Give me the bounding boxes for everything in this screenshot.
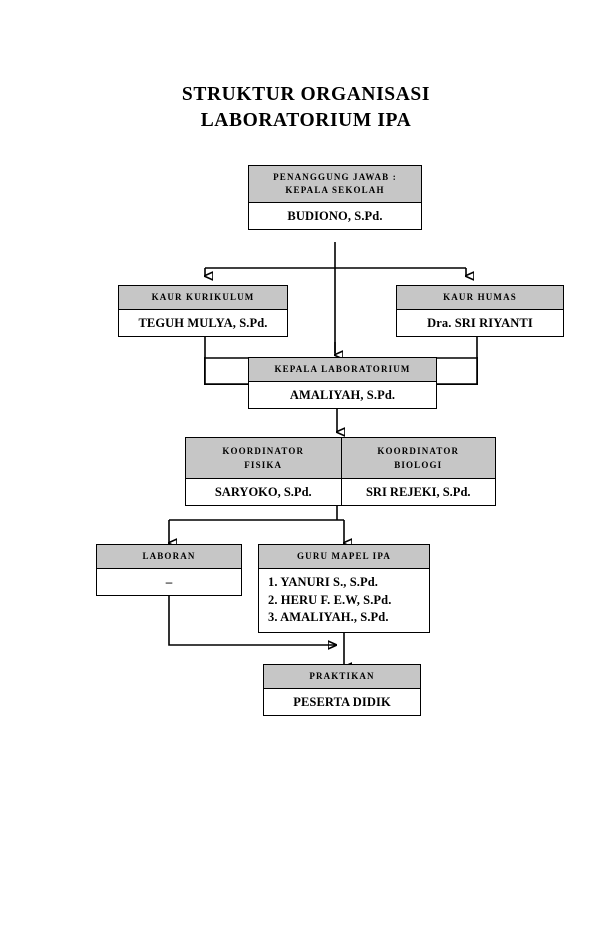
node-penanggung-jawab-header: PENANGGUNG JAWAB : KEPALA SEKOLAH — [249, 166, 421, 203]
node-penanggung-jawab[interactable]: PENANGGUNG JAWAB : KEPALA SEKOLAH BUDION… — [248, 165, 422, 230]
node-kaur-humas-header: KAUR HUMAS — [397, 286, 563, 310]
node-koordinator-biologi-name: SRI REJEKI, S.Pd. — [340, 479, 495, 505]
page-title: STRUKTUR ORGANISASI LABORATORIUM IPA — [0, 82, 612, 134]
node-koordinator-headers: KOORDINATOR FISIKA KOORDINATOR BIOLOGI — [186, 438, 495, 479]
node-kaur-kurikulum-name: TEGUH MULYA, S.Pd. — [119, 310, 287, 336]
node-kepala-laboratorium[interactable]: KEPALA LABORATORIUM AMALIYAH, S.Pd. — [248, 357, 437, 409]
node-praktikan-header: PRAKTIKAN — [264, 665, 420, 689]
connector-frame-right — [436, 357, 478, 385]
node-guru-mapel-ipa-member-1: 1. YANURI S., S.Pd. — [268, 575, 379, 589]
line-kaur-humas-to-kepala-lab — [437, 334, 478, 359]
node-koordinator-row[interactable]: KOORDINATOR FISIKA KOORDINATOR BIOLOGI S… — [185, 437, 496, 506]
node-kaur-kurikulum[interactable]: KAUR KURIKULUM TEGUH MULYA, S.Pd. — [118, 285, 288, 337]
node-praktikan[interactable]: PRAKTIKAN PESERTA DIDIK — [263, 664, 421, 716]
node-guru-mapel-ipa-member-2: 2. HERU F. E.W, S.Pd. — [268, 592, 392, 607]
node-praktikan-name: PESERTA DIDIK — [264, 689, 420, 715]
node-kepala-laboratorium-header: KEPALA LABORATORIUM — [249, 358, 436, 382]
node-guru-mapel-ipa-members: 1. YANURI S., S.Pd. 2. HERU F. E.W, S.Pd… — [259, 569, 429, 632]
line-kaur-kurikulum-to-kepala-lab — [204, 334, 248, 359]
node-koordinator-biologi-header-line1: KOORDINATOR — [377, 446, 460, 456]
node-kaur-humas[interactable]: KAUR HUMAS Dra. SRI RIYANTI — [396, 285, 564, 337]
node-koordinator-fisika-header: KOORDINATOR FISIKA — [186, 438, 341, 478]
node-koordinator-fisika-header-line1: KOORDINATOR — [222, 446, 305, 456]
title-line-2: LABORATORIUM IPA — [200, 110, 412, 131]
node-penanggung-jawab-name: BUDIONO, S.Pd. — [249, 203, 421, 229]
node-kaur-humas-name: Dra. SRI RIYANTI — [397, 310, 563, 336]
connector-frame-left — [204, 357, 250, 385]
node-laboran-name: – — [97, 569, 241, 595]
node-koordinator-names: SARYOKO, S.Pd. SRI REJEKI, S.Pd. — [186, 479, 495, 505]
node-kaur-kurikulum-header: KAUR KURIKULUM — [119, 286, 287, 310]
node-guru-mapel-ipa-member-3: 3. AMALIYAH., S.Pd. — [268, 610, 389, 624]
node-laboran-name-value: – — [165, 574, 173, 589]
node-penanggung-jawab-header-line2: KEPALA SEKOLAH — [285, 185, 385, 195]
node-laboran[interactable]: LABORAN – — [96, 544, 242, 596]
node-kepala-laboratorium-name: AMALIYAH, S.Pd. — [249, 382, 436, 408]
node-laboran-header: LABORAN — [97, 545, 241, 569]
node-guru-mapel-ipa-header: GURU MAPEL IPA — [259, 545, 429, 569]
node-koordinator-fisika-name: SARYOKO, S.Pd. — [186, 479, 341, 505]
title-line-1: STRUKTUR ORGANISASI — [181, 84, 431, 105]
node-penanggung-jawab-header-line1: PENANGGUNG JAWAB : — [273, 172, 397, 182]
node-koordinator-biologi-header-line2: BIOLOGI — [394, 460, 443, 470]
node-koordinator-fisika-header-line2: FISIKA — [244, 460, 283, 470]
node-guru-mapel-ipa[interactable]: GURU MAPEL IPA 1. YANURI S., S.Pd. 2. HE… — [258, 544, 430, 633]
node-koordinator-biologi-header: KOORDINATOR BIOLOGI — [340, 438, 495, 478]
